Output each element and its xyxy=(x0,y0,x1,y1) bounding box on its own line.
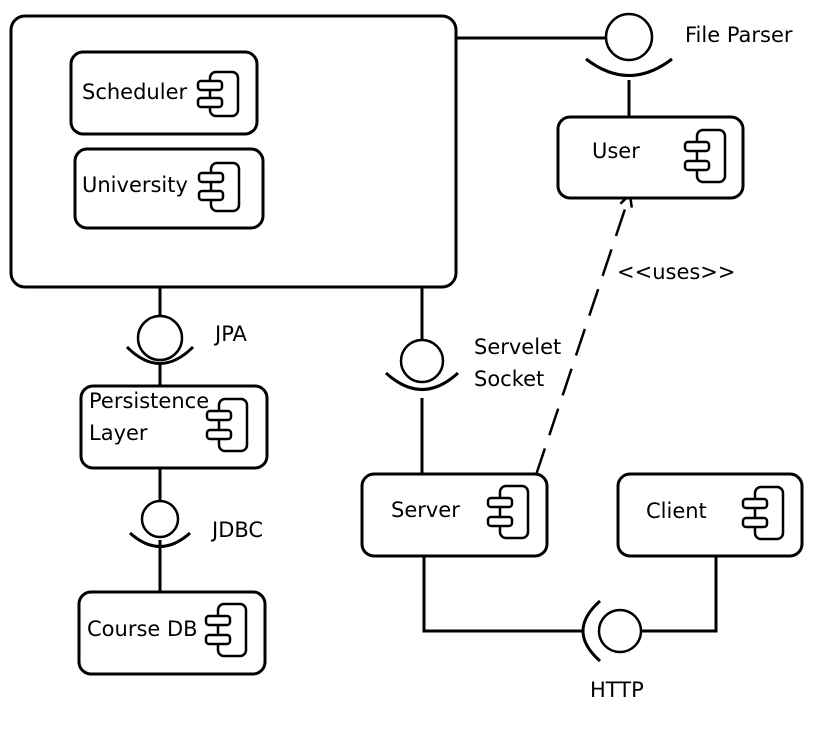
component-icon xyxy=(486,484,530,540)
file-parser-label: File Parser xyxy=(685,23,793,47)
user-component[interactable]: User xyxy=(556,115,745,200)
file-parser-interface[interactable] xyxy=(585,12,673,77)
university-component[interactable]: University xyxy=(73,147,265,230)
jdbc-interface[interactable] xyxy=(128,499,192,548)
server-label: Server xyxy=(391,498,460,522)
socket-icon xyxy=(125,345,195,365)
connectors xyxy=(158,36,718,633)
servelet-label-line2: Socket xyxy=(474,367,544,391)
component-icon xyxy=(683,128,727,184)
lollipop-icon xyxy=(136,314,184,362)
uses-dependency-line xyxy=(534,200,628,476)
lollipop-icon xyxy=(597,608,643,654)
lollipop-icon xyxy=(399,338,445,384)
jdbc-label: JDBC xyxy=(210,518,263,542)
component-icon xyxy=(204,602,248,658)
lollipop-icon xyxy=(140,499,180,539)
lollipop-icon xyxy=(604,12,654,62)
user-label: User xyxy=(592,139,640,163)
servelet-label-line1: Servelet xyxy=(474,335,561,359)
component-icon xyxy=(205,397,249,453)
jpa-label: JPA xyxy=(213,322,248,346)
jpa-interface[interactable] xyxy=(125,314,195,365)
client-http-line xyxy=(641,557,718,633)
socket-icon xyxy=(581,599,601,663)
servelet-socket-interface[interactable] xyxy=(384,338,460,391)
component-icon xyxy=(741,485,785,541)
course-db-component[interactable]: Course DB xyxy=(77,590,267,676)
scheduler-component[interactable]: Scheduler xyxy=(69,50,259,136)
socket-icon xyxy=(128,531,192,548)
component-icon xyxy=(196,70,240,118)
scheduler-label: Scheduler xyxy=(82,80,187,104)
socket-icon xyxy=(384,371,460,391)
persistence-label-line1: Persistence xyxy=(89,389,209,413)
course-db-label: Course DB xyxy=(87,617,198,641)
server-http-line xyxy=(422,557,583,633)
uses-stereotype-label: <<uses>> xyxy=(617,260,736,284)
server-component[interactable]: Server xyxy=(360,472,549,558)
persistence-layer-component[interactable]: Persistence Layer xyxy=(79,384,269,470)
persistence-label-line2: Layer xyxy=(89,421,148,445)
socket-icon xyxy=(585,57,673,77)
http-label: HTTP xyxy=(590,678,644,702)
component-icon xyxy=(197,161,241,213)
client-component[interactable]: Client xyxy=(616,472,804,558)
client-label: Client xyxy=(646,499,707,523)
http-interface[interactable] xyxy=(581,599,643,663)
university-label: University xyxy=(82,173,188,197)
